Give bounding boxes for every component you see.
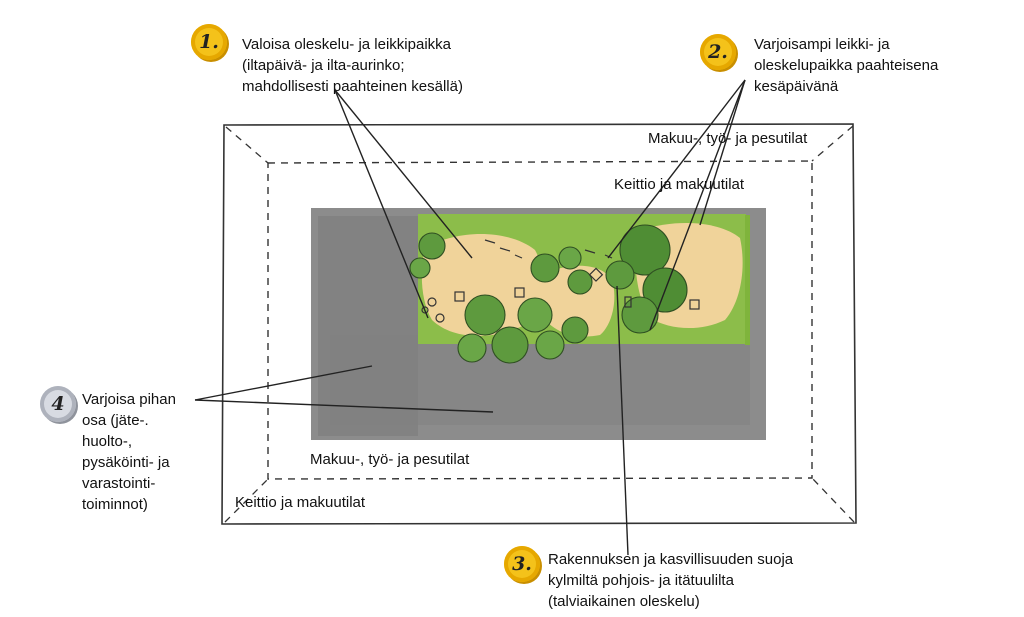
annotation-4-badge: 4 — [40, 386, 76, 422]
leader-lines — [194, 79, 746, 556]
label-outer-bottom: Keittio ja makuutilat — [235, 494, 366, 511]
label-outer-top: Makuu-, työ- ja pesutilat — [648, 130, 808, 147]
play-equipment — [421, 239, 700, 323]
annotation-2-number: 2. — [708, 41, 728, 63]
annotation-2-text: Varjoisampi leikki- ja oleskelupaikka pa… — [754, 36, 939, 95]
annotation-4-number: 4 — [51, 393, 65, 415]
label-inner-top: Keittio ja makuutilat — [614, 176, 745, 193]
annotation-1-text: Valoisa oleskelu- ja leikkipaikka (iltap… — [242, 36, 463, 95]
label-inner-bottom: Makuu-, työ- ja pesutilat — [310, 451, 470, 468]
annotation-1-number: 1. — [199, 31, 219, 53]
corner-lines — [224, 125, 855, 523]
inner-facade-outline — [267, 160, 813, 480]
annotation-4-text: Varjoisa pihan osa (jäte-. huolto-, pysä… — [82, 391, 176, 513]
outer-building-outline — [221, 123, 857, 525]
annotation-3-number: 3. — [512, 553, 532, 575]
annotation-1-badge: 1. — [191, 24, 227, 60]
annotation-2-badge: 2. — [700, 34, 736, 70]
annotation-3-text: Rakennuksen ja kasvillisuuden suoja kylm… — [548, 551, 794, 610]
annotation-3-badge: 3. — [504, 546, 540, 582]
